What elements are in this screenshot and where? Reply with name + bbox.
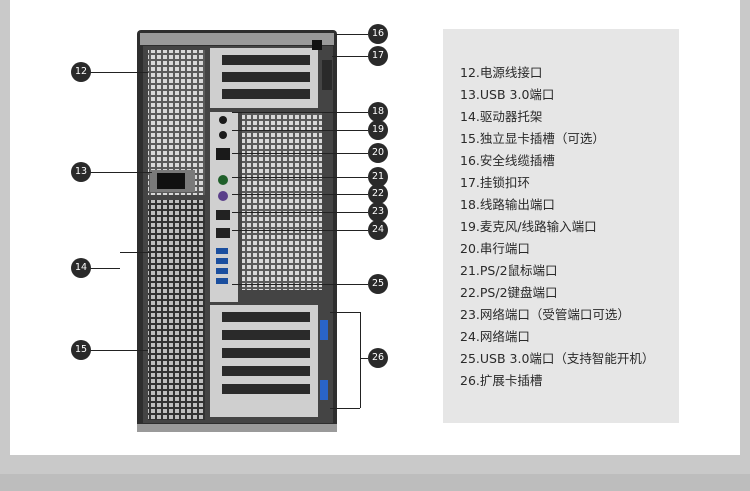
- callout-line-16: [336, 34, 368, 35]
- callout-badge-15: 15: [71, 340, 91, 360]
- legend-item: 14.驱动器托架: [460, 109, 543, 124]
- callout-badge-14: 14: [71, 258, 91, 278]
- callout-line-12: [90, 72, 148, 73]
- callout-line-19: [232, 130, 368, 131]
- callout-line-22: [232, 194, 368, 195]
- callout-line-14: [90, 268, 120, 269]
- legend-item: 25.USB 3.0端口（支持智能开机）: [460, 351, 655, 366]
- callout-badge-18: 18: [368, 102, 388, 122]
- legend-list: 12.电源线接口 13.USB 3.0端口 14.驱动器托架 15.独立显卡插槽…: [460, 62, 654, 392]
- callout-badge-17: 17: [368, 46, 388, 66]
- callout-badge-24: 24: [368, 220, 388, 240]
- legend-item: 19.麦克风/线路输入端口: [460, 219, 597, 234]
- callout-line-26b: [330, 408, 360, 409]
- callout-line-26a: [330, 312, 360, 313]
- callout-line-13: [90, 172, 152, 173]
- legend-item: 22.PS/2键盘端口: [460, 285, 558, 300]
- legend-item: 26.扩展卡插槽: [460, 373, 543, 388]
- callout-badge-22: 22: [368, 184, 388, 204]
- callout-badge-20: 20: [368, 143, 388, 163]
- legend-item: 21.PS/2鼠标端口: [460, 263, 558, 278]
- callout-badge-12: 12: [71, 62, 91, 82]
- callout-line-21: [232, 177, 368, 178]
- callout-badge-26: 26: [368, 348, 388, 368]
- legend-item: 20.串行端口: [460, 241, 530, 256]
- legend-item: 18.线路输出端口: [460, 197, 555, 212]
- callout-line-17: [332, 56, 368, 57]
- legend-item: 16.安全线缆插槽: [460, 153, 555, 168]
- legend-item: 23.网络端口（受管端口可选）: [460, 307, 630, 322]
- callout-line-26: [360, 312, 361, 408]
- callout-badge-25: 25: [368, 274, 388, 294]
- callout-badge-13: 13: [71, 162, 91, 182]
- callout-line-23: [232, 212, 368, 213]
- callout-line-20: [232, 153, 368, 154]
- legend-item: 12.电源线接口: [460, 65, 543, 80]
- legend-item: 17.挂锁扣环: [460, 175, 530, 190]
- callout-badge-23: 23: [368, 202, 388, 222]
- legend-item: 15.独立显卡插槽（可选）: [460, 131, 605, 146]
- callout-line-18: [232, 112, 368, 113]
- bottom-band: [0, 474, 750, 491]
- callout-line-26c: [360, 358, 368, 359]
- legend-box: 12.电源线接口 13.USB 3.0端口 14.驱动器托架 15.独立显卡插槽…: [443, 29, 679, 423]
- callout-badge-16: 16: [368, 24, 388, 44]
- callout-line-25: [232, 284, 368, 285]
- callout-line-14b: [120, 252, 150, 253]
- legend-item: 13.USB 3.0端口: [460, 87, 555, 102]
- callout-line-24: [232, 230, 368, 231]
- legend-item: 24.网络端口: [460, 329, 530, 344]
- callout-badge-21: 21: [368, 167, 388, 187]
- callout-badge-19: 19: [368, 120, 388, 140]
- callout-line-15: [90, 350, 148, 351]
